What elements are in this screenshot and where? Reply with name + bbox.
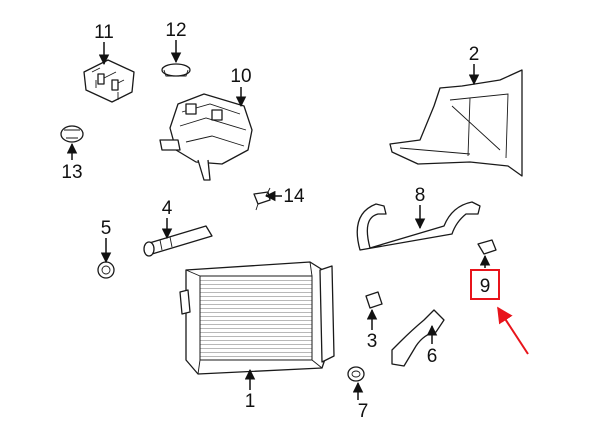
callout-12: 12 [165, 20, 186, 41]
part-14-fitting [253, 187, 271, 211]
part-2-bracket [389, 69, 523, 177]
part-11-cover [83, 59, 135, 103]
callout-9: 9 [480, 276, 491, 297]
highlight-part-9: 9 [470, 269, 529, 355]
callout-13: 13 [61, 162, 82, 183]
part-8-hose [356, 201, 481, 251]
part-5-clamp [97, 261, 115, 279]
callout-3: 3 [367, 331, 378, 352]
part-7-clamp [347, 366, 365, 382]
callout-7: 7 [358, 401, 369, 422]
callout-8: 8 [415, 185, 426, 206]
callout-11: 11 [94, 22, 114, 43]
callout-2: 2 [469, 44, 480, 65]
part-12-cap [161, 63, 191, 77]
highlight-arrow [497, 306, 529, 355]
callout-numbers: 11 12 10 2 13 14 4 8 5 3 6 1 7 [61, 20, 479, 422]
part-3-clamp [365, 291, 383, 309]
part-6-hose [391, 309, 445, 367]
highlight-box [470, 269, 500, 300]
callout-4: 4 [162, 198, 173, 219]
callout-1: 1 [245, 391, 256, 412]
leader-lines [66, 40, 491, 400]
part-1-radiator [179, 261, 335, 375]
callout-5: 5 [101, 218, 112, 239]
callout-10: 10 [230, 66, 251, 87]
part-4-pipe [143, 225, 213, 257]
callout-14: 14 [283, 186, 305, 207]
part-9-clamp [477, 239, 497, 255]
part-10-reservoir [159, 93, 253, 181]
part-13-cap [60, 125, 84, 143]
callout-6: 6 [427, 346, 438, 367]
